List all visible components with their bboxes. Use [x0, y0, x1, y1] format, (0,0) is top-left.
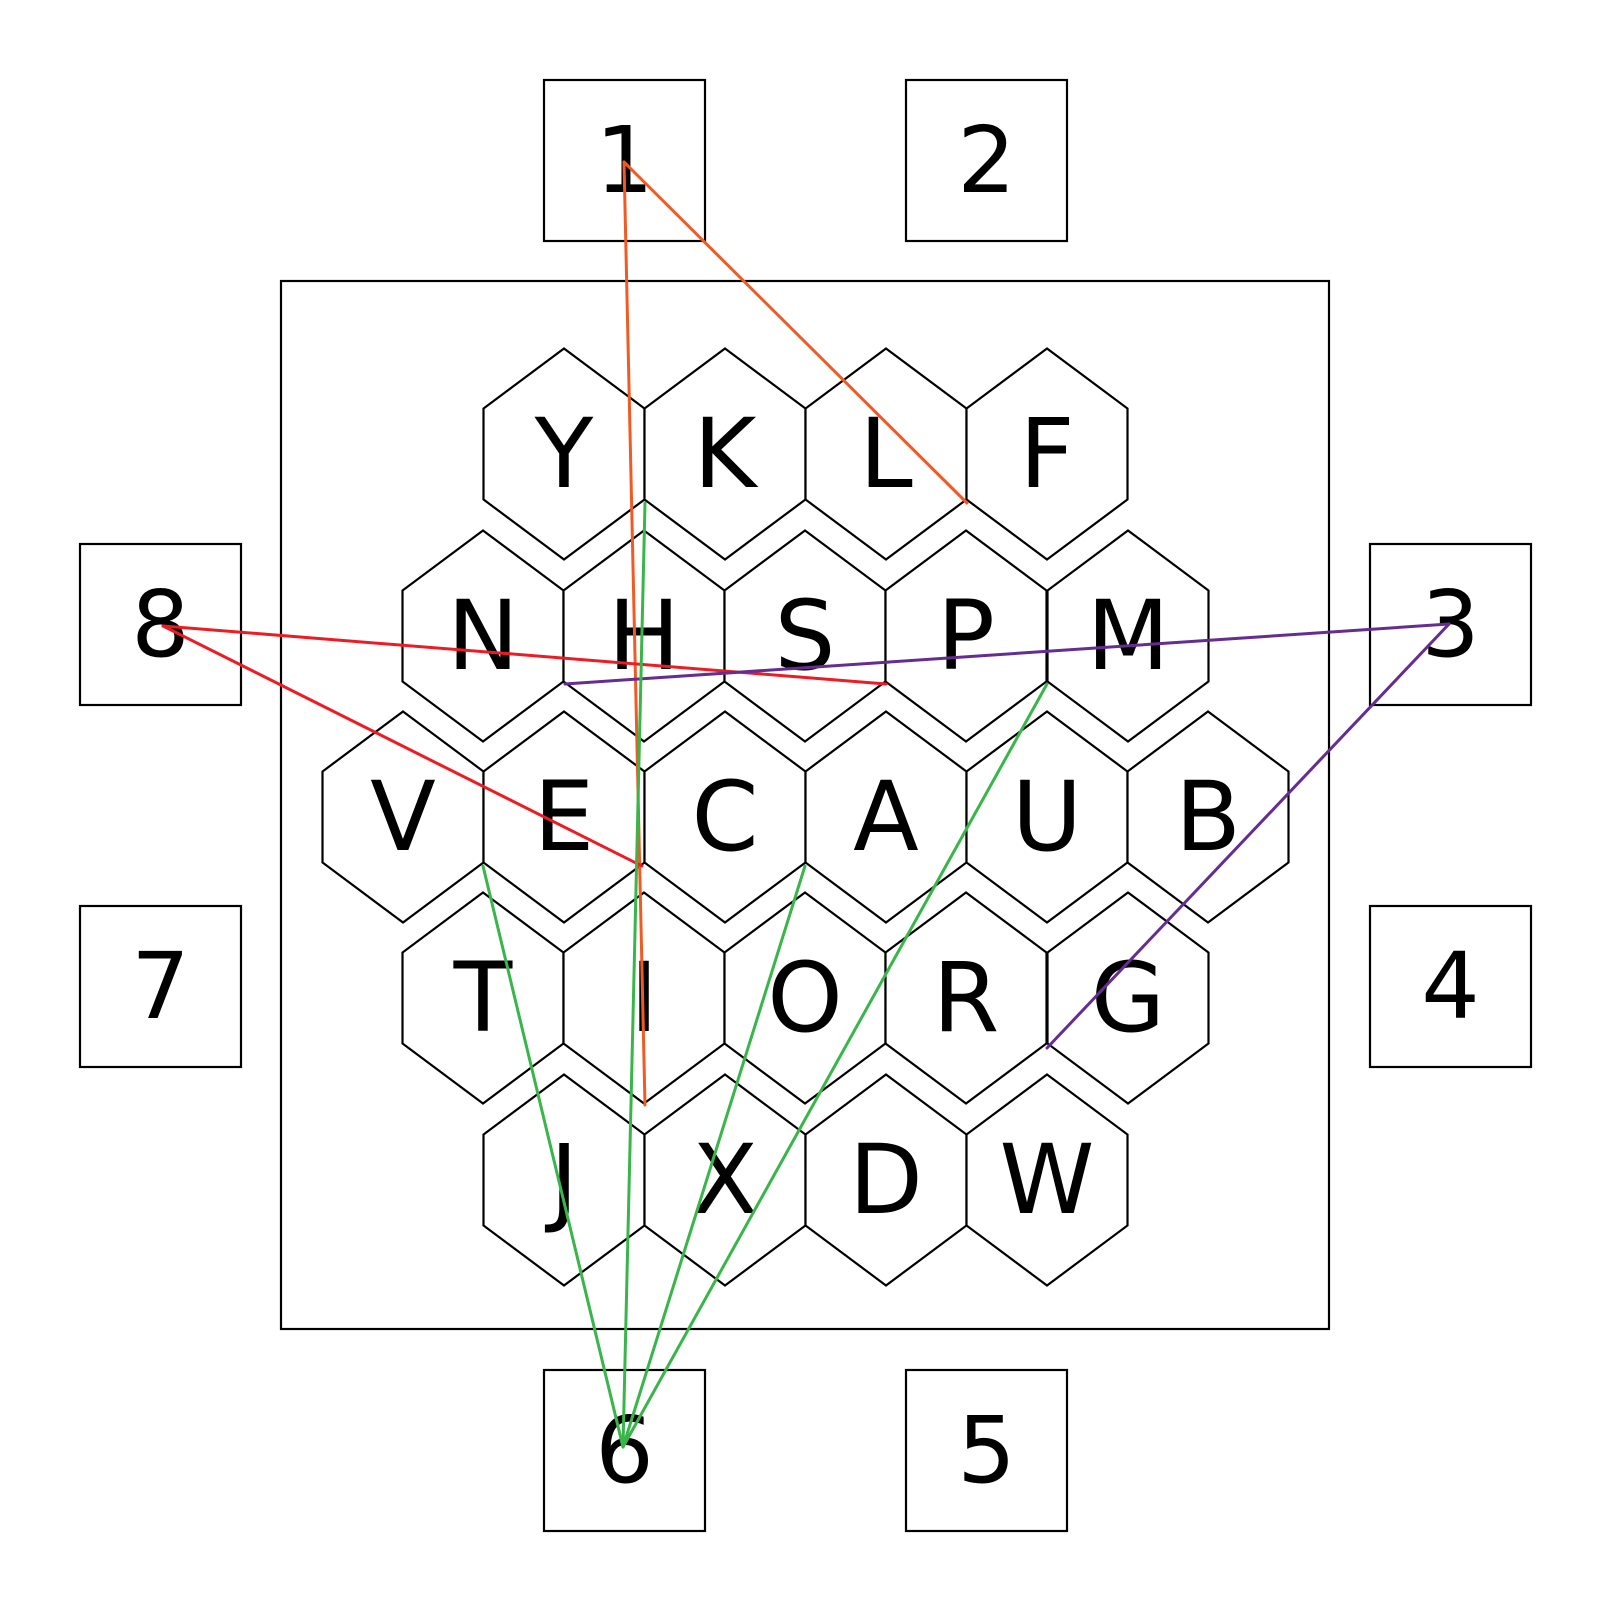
- port-number: 5: [957, 1397, 1016, 1504]
- hex-letter: U: [1012, 761, 1082, 873]
- route-purple-segment-2: [1045, 622, 1451, 1050]
- route-green-segment-2: [481, 864, 625, 1449]
- hex-cell-o: O: [723, 891, 887, 1105]
- port-box-outline: [904, 78, 1069, 243]
- hex-cell-y: Y: [482, 347, 646, 561]
- hex-letter: O: [767, 942, 843, 1054]
- route-purple: [563, 622, 1451, 1050]
- hex-letter: G: [1091, 942, 1165, 1054]
- port-box-outline: [1368, 542, 1533, 707]
- route-purple-segment-1: [563, 622, 1451, 686]
- port-number: 8: [131, 571, 190, 678]
- hex-letter: F: [1019, 398, 1074, 510]
- hex-shape: [965, 1073, 1129, 1287]
- hex-letter: S: [775, 580, 836, 692]
- port-box-outline: [1368, 904, 1533, 1069]
- hex-letter: L: [859, 398, 912, 510]
- hex-cell-e: E: [482, 710, 646, 924]
- port-box-7: 7: [78, 904, 243, 1069]
- port-box-outline: [78, 542, 243, 707]
- hex-letter: M: [1087, 580, 1170, 692]
- hex-cell-a: A: [804, 710, 968, 924]
- hex-cell-t: T: [401, 891, 565, 1105]
- hex-letter: N: [447, 580, 519, 692]
- hex-cell-k: K: [643, 347, 807, 561]
- port-number: 7: [131, 933, 190, 1040]
- port-box-4: 4: [1368, 904, 1533, 1069]
- hex-cell-p: P: [884, 529, 1048, 743]
- route-green-segment-4: [621, 682, 1049, 1449]
- route-lines: [161, 160, 1451, 1449]
- board-frame: [279, 279, 1331, 1331]
- hex-letter: Y: [534, 398, 594, 510]
- hex-cell-d: D: [804, 1073, 968, 1287]
- hex-letter: K: [694, 398, 759, 510]
- hex-cell-u: U: [965, 710, 1129, 924]
- hex-cell-j: J: [482, 1073, 646, 1287]
- route-red: [161, 624, 888, 868]
- hex-cell-m: M: [1046, 529, 1210, 743]
- hex-letter: R: [933, 942, 1000, 1054]
- hex-cell-c: C: [643, 710, 807, 924]
- hex-cell-b: B: [1126, 710, 1290, 924]
- port-box-5: 5: [904, 1368, 1069, 1533]
- hex-cell-n: N: [401, 529, 565, 743]
- route-orange: [622, 160, 969, 1107]
- route-green-segment-3: [621, 864, 807, 1449]
- route-red-segment-2: [161, 624, 644, 868]
- hex-cell-x: X: [643, 1073, 807, 1287]
- hex-cell-g: G: [1046, 891, 1210, 1105]
- hex-shape: [1126, 710, 1290, 924]
- hex-letter: D: [849, 1124, 923, 1236]
- hex-cell-f: F: [965, 347, 1129, 561]
- route-orange-segment-2: [622, 160, 647, 1107]
- hex-letter: C: [691, 761, 758, 873]
- hex-letter: W: [1000, 1124, 1095, 1236]
- port-box-8: 8: [78, 542, 243, 707]
- hex-cell-w: W: [965, 1073, 1129, 1287]
- port-box-outline: [904, 1368, 1069, 1533]
- hex-letter: A: [853, 761, 919, 873]
- hex-cell-s: S: [723, 529, 887, 743]
- hex-cell-v: V: [321, 710, 485, 924]
- hex-cell-r: R: [884, 891, 1048, 1105]
- port-box-3: 3: [1368, 542, 1533, 707]
- hex-letter: T: [453, 942, 513, 1054]
- route-red-segment-1: [161, 624, 888, 686]
- route-green-segment-1: [621, 501, 647, 1449]
- hex-letter: B: [1175, 761, 1241, 873]
- hex-letter: P: [937, 580, 995, 692]
- hex-shape: [965, 347, 1129, 561]
- hex-letter: V: [370, 761, 436, 873]
- hex-letter: X: [692, 1124, 758, 1236]
- port-box-2: 2: [904, 78, 1069, 243]
- hex-cell-l: L: [804, 347, 968, 561]
- route-green: [481, 501, 1049, 1449]
- port-number: 4: [1421, 933, 1480, 1040]
- port-number: 2: [957, 107, 1016, 214]
- hex-shape: [1046, 529, 1210, 743]
- route-orange-segment-1: [622, 160, 969, 505]
- port-box-outline: [78, 904, 243, 1069]
- hex-shape: [1046, 891, 1210, 1105]
